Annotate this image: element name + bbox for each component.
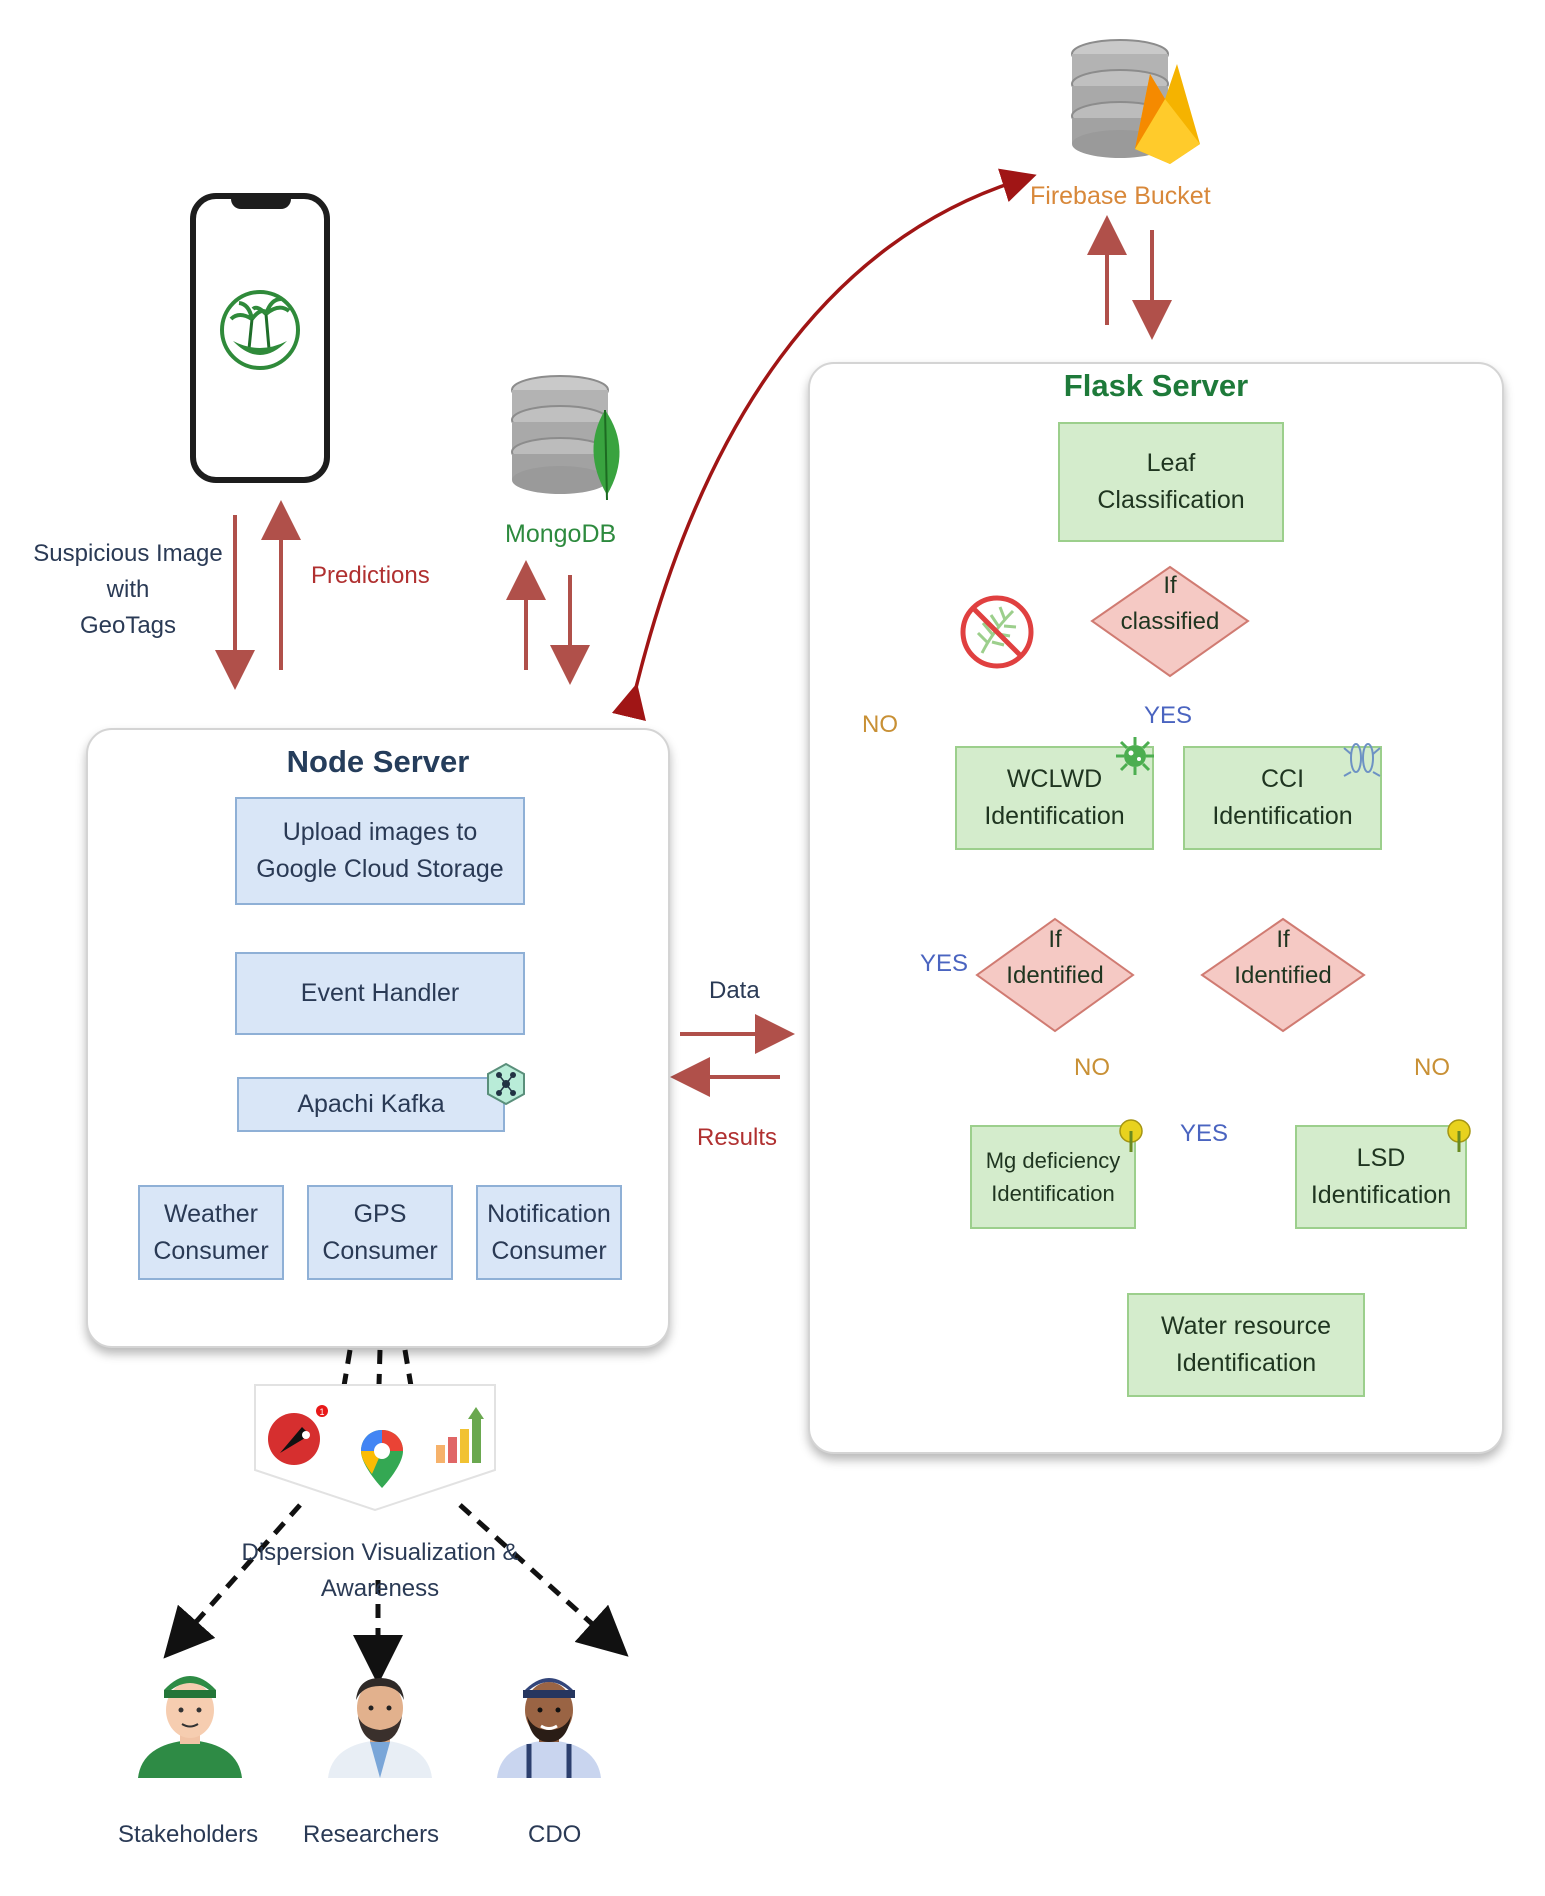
results-label: Results — [697, 1124, 778, 1151]
upload-gcs-box: Upload images to Google Cloud Storage — [235, 797, 525, 905]
water-resource-box: Water resource Identification — [1127, 1293, 1365, 1397]
tree-icon-lsd — [1444, 1118, 1474, 1154]
wclwd-box: WCLWD Identification — [955, 746, 1154, 850]
data-label: Data — [709, 977, 760, 1004]
no-left-label: NO — [862, 711, 898, 738]
gps-consumer-box: GPS Consumer — [307, 1185, 453, 1280]
mg-deficiency-box: Mg deficiency Identification — [970, 1125, 1136, 1229]
arrow-node-firebase-curve — [611, 168, 1037, 722]
alert-app-icon: 1 — [266, 1405, 328, 1467]
phone-notch — [231, 197, 291, 209]
stakeholders-label: Stakeholders — [118, 1821, 259, 1848]
stakeholder-avatar — [128, 1660, 253, 1785]
cdo-label: CDO — [528, 1821, 582, 1848]
researchers-label: Researchers — [303, 1821, 440, 1848]
predictions-label: Predictions — [311, 562, 430, 589]
insect-icon — [1340, 738, 1384, 778]
leaf-classification-box: Leaf Classification — [1058, 422, 1284, 542]
google-maps-icon — [358, 1428, 406, 1490]
lsd-box: LSD Identification — [1295, 1125, 1467, 1229]
no-mid-label: NO — [1074, 1054, 1110, 1081]
dispersion-label: Dispersion Visualization & Awareness — [241, 1539, 519, 1602]
if-identified-right-label: If Identified — [1234, 926, 1332, 989]
weather-consumer-box: Weather Consumer — [138, 1185, 284, 1280]
firebase-label: Firebase Bucket — [1030, 182, 1211, 210]
palm-logo-icon — [219, 289, 301, 371]
researcher-avatar — [318, 1660, 443, 1785]
if-classified-label: If classified — [1120, 572, 1220, 635]
notification-consumer-box: Notification Consumer — [476, 1185, 622, 1280]
cdo-avatar — [487, 1660, 612, 1785]
event-handler-box: Event Handler — [235, 952, 525, 1035]
dash-to-cdo — [458, 1503, 629, 1657]
mongodb-label: MongoDB — [505, 520, 617, 548]
no-right-label: NO — [1414, 1054, 1450, 1081]
suspicious-image-label: Suspicious Image with GeoTags — [33, 540, 223, 639]
no-leaf-icon — [958, 593, 1036, 671]
virus-icon — [1112, 733, 1158, 779]
mongodb-database-icon — [505, 370, 635, 505]
analytics-chart-icon — [432, 1405, 488, 1467]
if-identified-left-decision — [975, 917, 1135, 1033]
tree-icon-mg — [1116, 1118, 1146, 1154]
if-identified-right-decision — [1200, 917, 1366, 1033]
flask-server-title: Flask Server — [1063, 368, 1249, 403]
mobile-phone — [190, 193, 330, 483]
firebase-database-icon — [1065, 34, 1205, 169]
if-identified-left-label: If Identified — [1006, 926, 1104, 989]
if-classified-decision — [1090, 565, 1250, 678]
yes-top-label: YES — [1144, 702, 1193, 729]
node-server-title: Node Server — [286, 744, 470, 779]
flask-server-panel: Flask Server — [808, 362, 1504, 1454]
dash-to-stakeholders — [163, 1503, 302, 1659]
cci-box: CCI Identification — [1183, 746, 1382, 850]
kafka-box: Apachi Kafka — [237, 1077, 505, 1132]
yes-left-label: YES — [920, 950, 969, 977]
kafka-icon — [485, 1062, 527, 1106]
yes-mid-label: YES — [1180, 1120, 1229, 1147]
svg-text:1: 1 — [319, 1407, 324, 1417]
